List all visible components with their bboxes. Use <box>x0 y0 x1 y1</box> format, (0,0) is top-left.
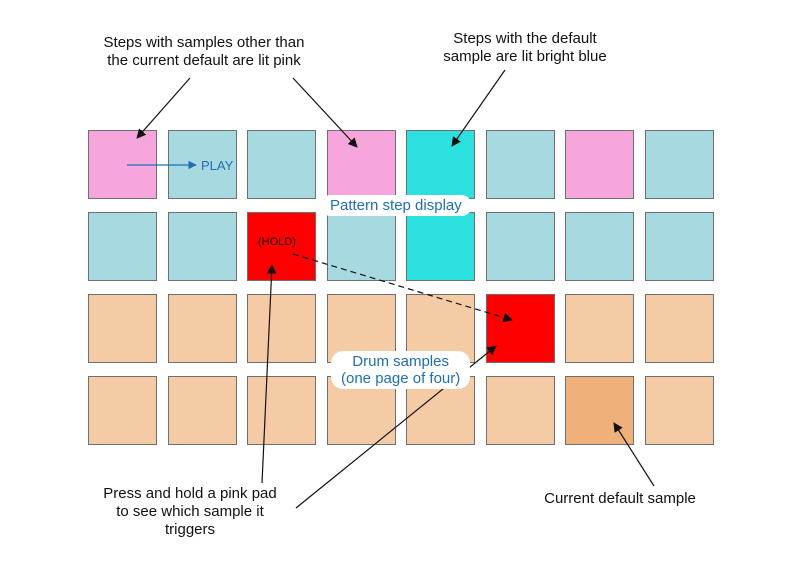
arrow-current-default <box>613 422 655 487</box>
annotation-press-hold-line1: Press and hold a pink pad <box>103 485 277 502</box>
pattern-step-display-label: Pattern step display <box>320 195 472 216</box>
pad-r3-c2[interactable] <box>168 294 237 363</box>
pad-r1-c6[interactable] <box>486 130 555 199</box>
pad-r1-c4[interactable] <box>327 130 396 199</box>
annotation-current-default: Current default sample <box>544 490 696 507</box>
pad-r2-c8[interactable] <box>645 212 714 281</box>
pad-r4-c2[interactable] <box>168 376 237 445</box>
annotation-pink-steps-line2: the current default are lit pink <box>107 52 301 69</box>
arrow-press-hold <box>261 264 277 484</box>
annotation-press-hold: Press and hold a pink pad to see which s… <box>90 485 290 539</box>
pad-r2-c3[interactable] <box>247 212 316 281</box>
pad-r1-c5[interactable] <box>406 130 475 199</box>
annotation-blue-steps: Steps with the default sample are lit br… <box>420 30 630 66</box>
arrow-pink-steps <box>136 77 191 139</box>
annotation-press-hold-line2: to see which sample it <box>116 503 264 520</box>
pad-r2-c4[interactable] <box>327 212 396 281</box>
pad-r4-c8[interactable] <box>645 376 714 445</box>
pad-r2-c6[interactable] <box>486 212 555 281</box>
pad-r2-c7[interactable] <box>565 212 634 281</box>
annotation-blue-steps-line1: Steps with the default <box>453 30 597 47</box>
annotation-blue-steps-line2: sample are lit bright blue <box>443 48 607 65</box>
pad-r4-c6[interactable] <box>486 376 555 445</box>
drum-samples-label: Drum samples (one page of four) <box>331 351 471 389</box>
arrow-hold-to-sample <box>292 253 513 323</box>
pad-r4-c7[interactable] <box>565 376 634 445</box>
drum-samples-line2: (one page of four) <box>341 370 461 387</box>
pad-r3-c7[interactable] <box>565 294 634 363</box>
play-label: PLAY <box>201 158 234 173</box>
arrow-blue-steps <box>451 69 506 147</box>
annotation-press-hold-line3: triggers <box>164 521 216 538</box>
pad-r3-c6[interactable] <box>486 294 555 363</box>
drum-samples-line1: Drum samples <box>352 353 449 370</box>
arrow-pink-steps-2 <box>292 77 358 148</box>
pad-r1-c7[interactable] <box>565 130 634 199</box>
hold-label: (HOLD) <box>258 236 296 248</box>
pad-r2-c1[interactable] <box>88 212 157 281</box>
pad-r4-c1[interactable] <box>88 376 157 445</box>
pad-r3-c1[interactable] <box>88 294 157 363</box>
pad-r4-c3[interactable] <box>247 376 316 445</box>
annotation-pink-steps-line1: Steps with samples other than <box>103 34 305 51</box>
pad-r3-c8[interactable] <box>645 294 714 363</box>
pad-r1-c3[interactable] <box>247 130 316 199</box>
pad-r3-c3[interactable] <box>247 294 316 363</box>
pad-r1-c8[interactable] <box>645 130 714 199</box>
annotation-pink-steps: Steps with samples other than the curren… <box>70 34 338 70</box>
pad-r2-c2[interactable] <box>168 212 237 281</box>
pad-r2-c5[interactable] <box>406 212 475 281</box>
